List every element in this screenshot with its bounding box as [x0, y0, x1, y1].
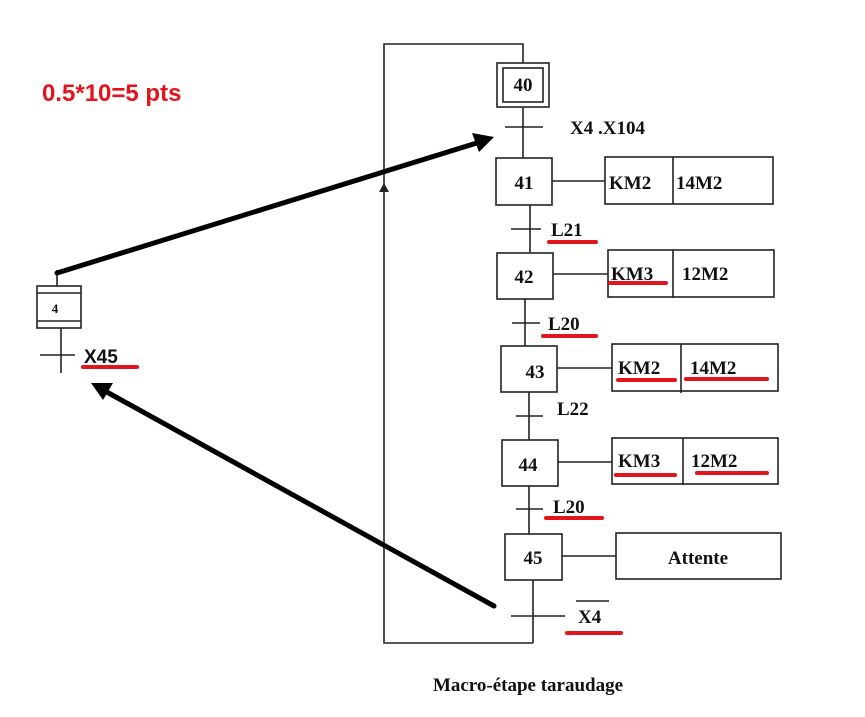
action-km3: KM3 [611, 264, 653, 285]
action-block-45: Attente [615, 532, 782, 580]
score-annotation: 0.5*10=5 pts [42, 80, 181, 107]
transition-label: X4 .X104 [570, 118, 645, 139]
step-42-label: 42 [515, 267, 534, 288]
macro-step-4[interactable]: 4 [36, 285, 82, 329]
action-14m2: 14M2 [690, 358, 736, 379]
loop-back-line [383, 43, 533, 644]
arrow-from-exit [91, 383, 497, 609]
arrow-head-icon [472, 133, 494, 152]
transition-label: L22 [557, 399, 589, 420]
action-12m2: 12M2 [691, 451, 737, 472]
step-43-label: 43 [526, 362, 545, 383]
step-43[interactable]: 43 [500, 345, 558, 393]
step-42[interactable]: 42 [496, 252, 554, 300]
action-attente: Attente [668, 548, 728, 569]
transition-label: L21 [551, 220, 583, 241]
transition-label: X45 [84, 347, 118, 368]
action-block-44: KM3 12M2 [611, 437, 779, 485]
action-km3: KM3 [618, 451, 660, 472]
transition-label: X4 [578, 607, 602, 628]
action-12m2: 12M2 [682, 264, 728, 285]
diagram-caption: Macro-étape taraudage [433, 675, 623, 696]
step-41-label: 41 [515, 173, 534, 194]
step-44[interactable]: 44 [501, 439, 559, 487]
action-km2: KM2 [618, 358, 660, 379]
action-14m2: 14M2 [676, 173, 722, 194]
step-40[interactable]: 40 [496, 62, 550, 108]
arrow-head-icon [91, 383, 113, 400]
transition-label: L20 [553, 497, 585, 518]
step-41[interactable]: 41 [495, 157, 553, 206]
action-km2: KM2 [609, 173, 651, 194]
action-block-43: KM2 14M2 [611, 343, 779, 393]
step-40-inner [502, 67, 544, 103]
step-45-label: 45 [524, 548, 543, 569]
action-block-42: KM3 12M2 [607, 249, 775, 298]
action-block-41: KM2 14M2 [604, 156, 774, 205]
transition-label: L20 [548, 314, 580, 335]
arrow-to-entry [54, 133, 494, 276]
step-44-label: 44 [519, 455, 539, 476]
step-45[interactable]: 45 [504, 533, 563, 581]
macro-step-4-label: 4 [52, 301, 59, 316]
step-40-label: 40 [514, 75, 533, 96]
loop-arrow-icon [379, 183, 389, 192]
